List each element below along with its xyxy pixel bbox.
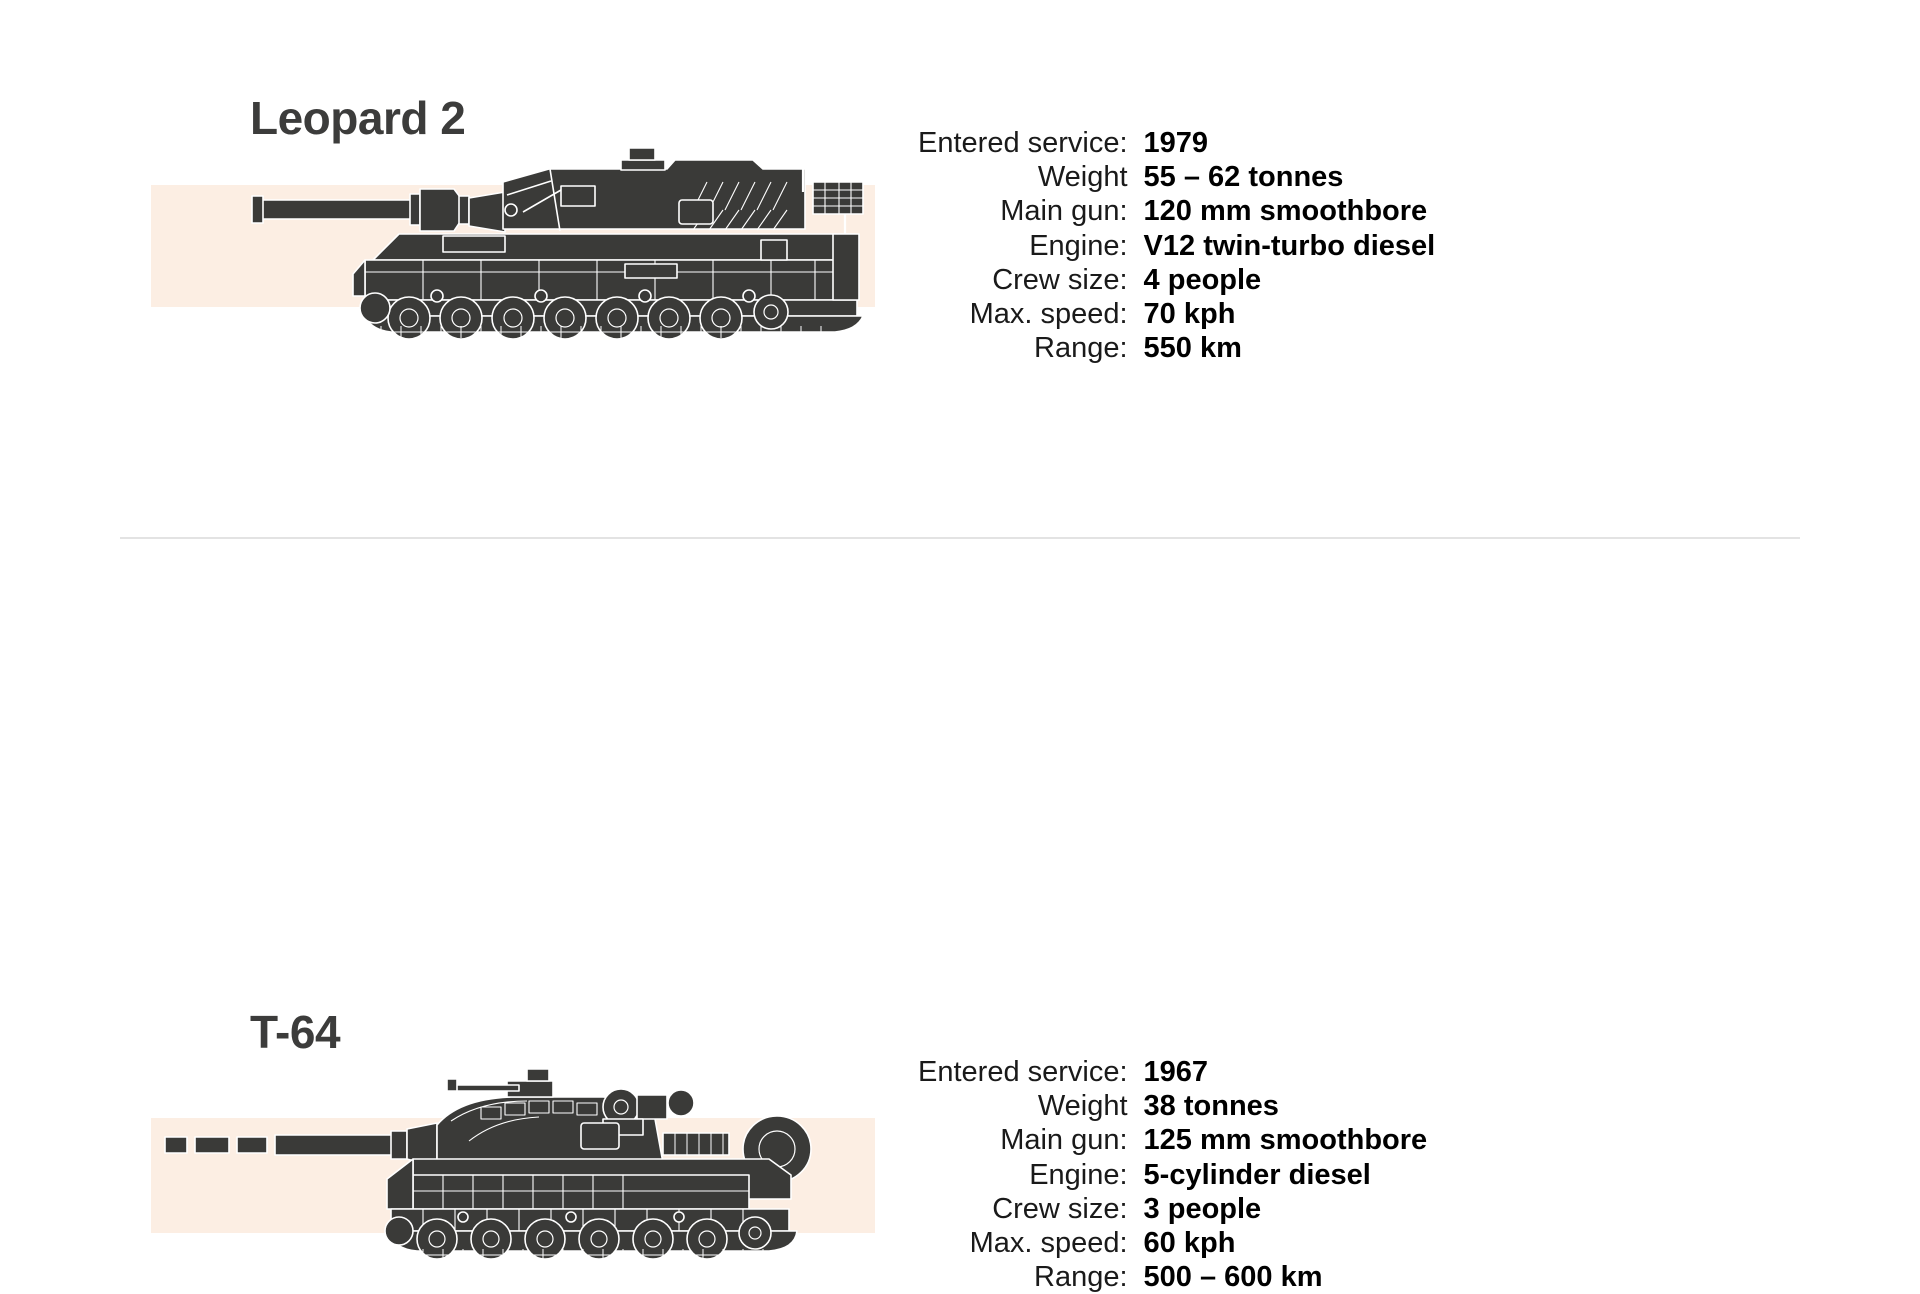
spec-value: 70 kph: [1143, 298, 1236, 331]
leopard-2-tank-illustration: [151, 140, 875, 355]
spec-value: 55 – 62 tonnes: [1143, 161, 1344, 194]
spec-value: 550 km: [1143, 332, 1242, 365]
spec-value: 125 mm smoothbore: [1143, 1124, 1428, 1157]
spec-value: 500 – 600 km: [1143, 1261, 1323, 1294]
spec-label: Main gun:: [1000, 195, 1128, 228]
spec-value: 60 kph: [1143, 1227, 1236, 1260]
spec-label: Range:: [1034, 332, 1128, 365]
spec-value: 5-cylinder diesel: [1143, 1158, 1371, 1191]
spec-value: 120 mm smoothbore: [1143, 195, 1428, 228]
spec-label: Entered service:: [918, 1056, 1128, 1088]
spec-label: Engine:: [1029, 1158, 1128, 1191]
spec-value: V12 twin-turbo diesel: [1143, 229, 1436, 262]
spec-label: Weight: [1037, 1090, 1128, 1123]
spec-label: Max. speed:: [969, 298, 1128, 331]
spec-label: Weight: [1037, 161, 1128, 194]
spec-list-leopard: Entered service: 1979 Weight 55 – 62 ton…: [918, 126, 1435, 365]
spec-label: Max. speed:: [969, 1227, 1128, 1260]
spec-value: 4 people: [1143, 263, 1262, 296]
tank-panel-leopard: Leopard 2: [0, 0, 1920, 537]
t-64-tank-illustration: [151, 1063, 875, 1288]
spec-value: 38 tonnes: [1143, 1090, 1279, 1123]
spec-value: 3 people: [1143, 1192, 1262, 1225]
tank-title-t64: T-64: [250, 1006, 341, 1058]
panel-divider: [120, 537, 1800, 539]
spec-value: 1979: [1143, 127, 1209, 159]
spec-label: Engine:: [1029, 229, 1128, 262]
tank-title-leopard: Leopard 2: [250, 92, 466, 144]
tank-heading-leopard: Leopard 2: [152, 82, 466, 154]
spec-label: Main gun:: [1000, 1124, 1128, 1157]
tank-panel-t64: T-64: [0, 538, 1920, 1293]
spec-list-t64: Entered service: 1967 Weight 38 tonnes M…: [918, 1055, 1427, 1294]
spec-label: Crew size:: [992, 1192, 1128, 1225]
spec-label: Range:: [1034, 1261, 1128, 1294]
spec-label: Crew size:: [992, 263, 1128, 296]
ukraine-flag-icon: [152, 996, 224, 1068]
spec-label: Entered service:: [918, 127, 1128, 159]
spec-value: 1967: [1143, 1056, 1209, 1088]
tank-heading-t64: T-64: [152, 996, 341, 1068]
